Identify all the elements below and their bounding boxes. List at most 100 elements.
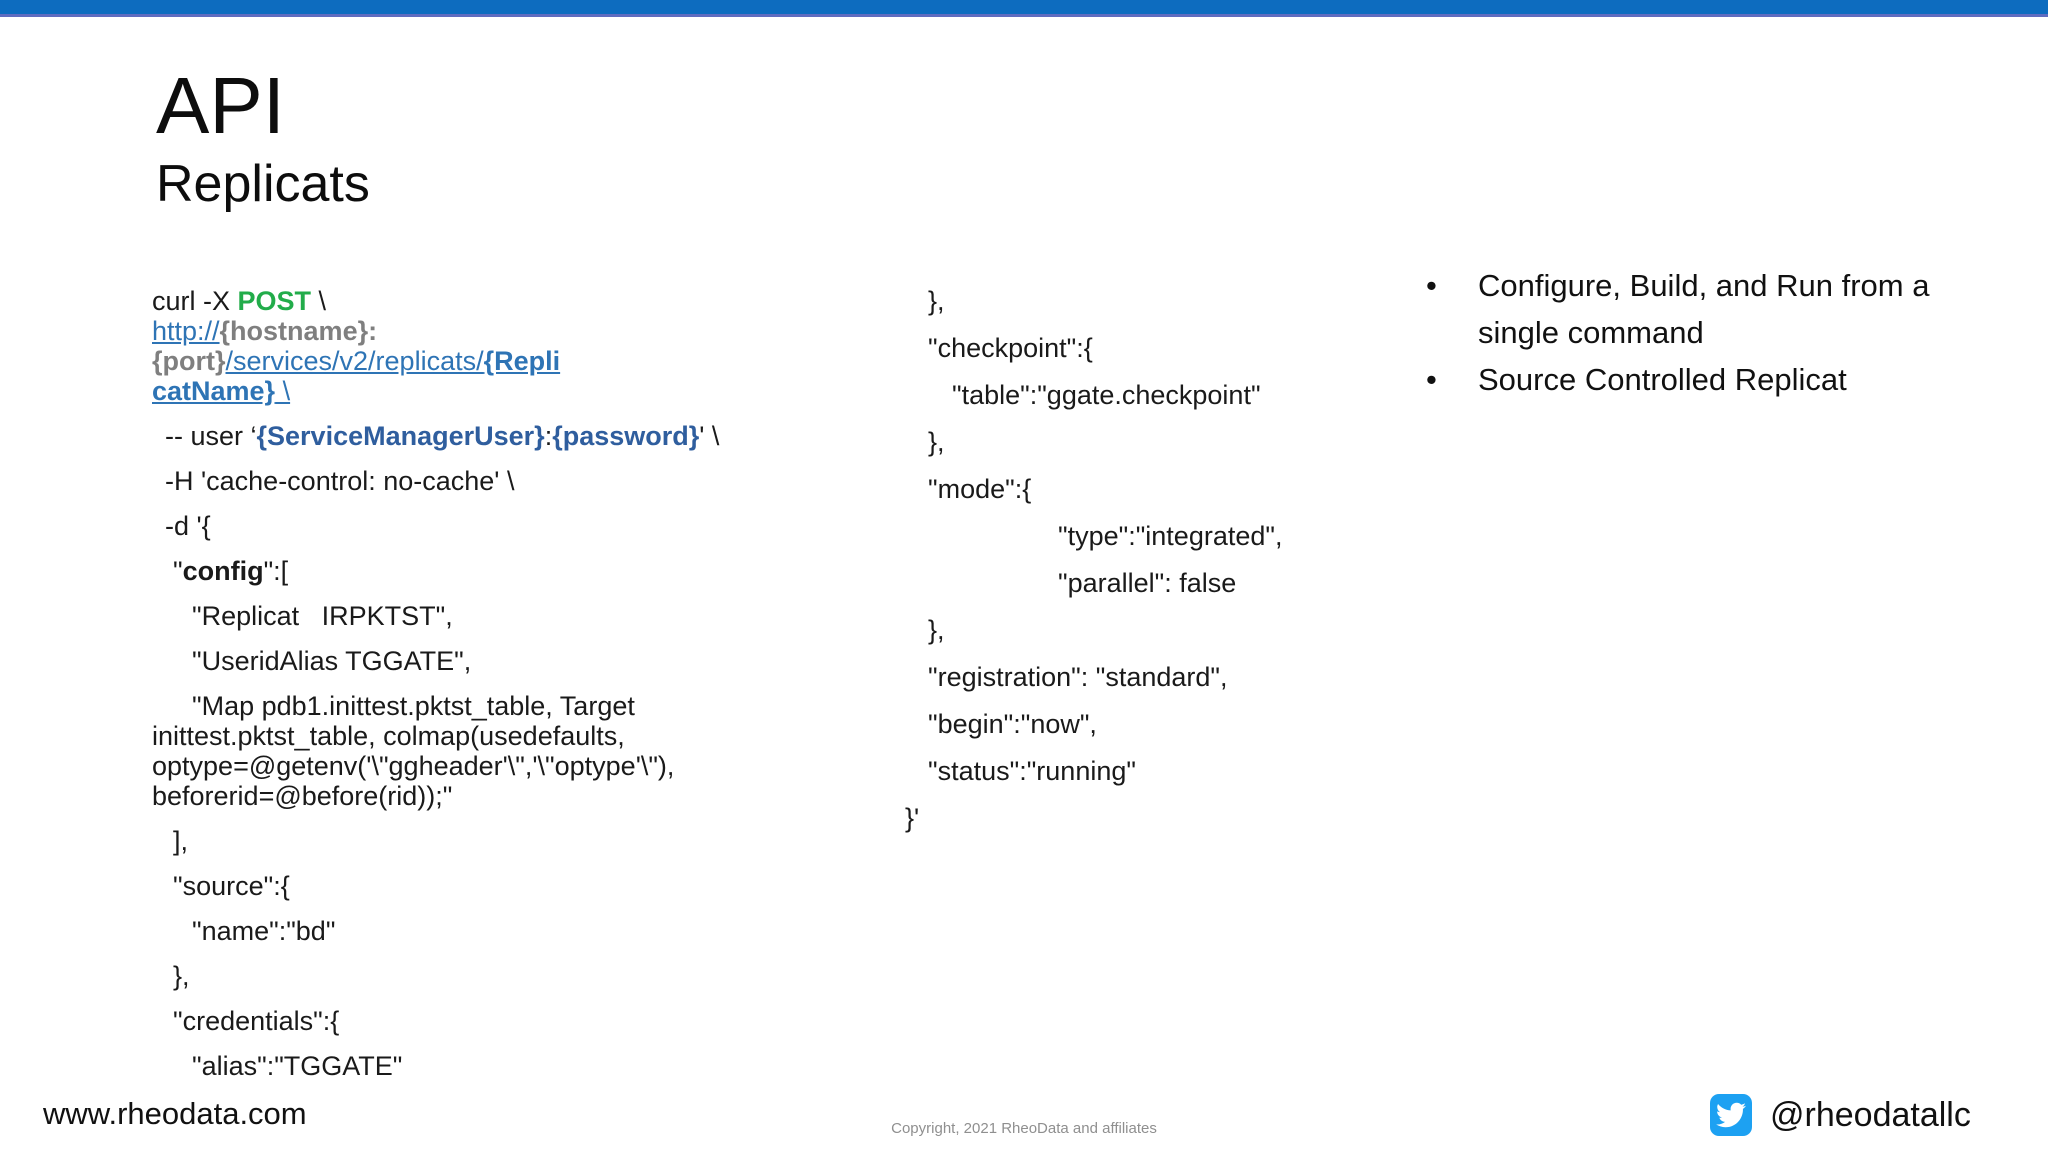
code-paragraph: ],: [152, 826, 777, 856]
code-paragraph: "config":[: [152, 556, 777, 586]
code-paragraph: "type":"integrated",: [905, 521, 1335, 551]
code-line: "Map pdb1.inittest.pktst_table, Target: [152, 691, 777, 721]
code-text: curl -X: [152, 286, 238, 316]
code-paragraph: },: [152, 961, 777, 991]
api-url-link[interactable]: \: [275, 376, 291, 406]
footer-social: @rheodatallc: [1710, 1094, 1971, 1136]
api-url-link[interactable]: /services/v2/replicats/: [225, 346, 484, 376]
code-text: "registration": "standard",: [928, 662, 1228, 692]
code-paragraph: "registration": "standard",: [905, 662, 1335, 692]
code-text: -d '{: [165, 511, 211, 541]
code-paragraph: "alias":"TGGATE": [152, 1051, 777, 1081]
footer-copyright: Copyright, 2021 RheoData and affiliates: [891, 1120, 1157, 1137]
code-paragraph: "status":"running": [905, 756, 1335, 786]
code-text: {hostname}:{port}: [152, 316, 378, 376]
code-line: "name":"bd": [152, 916, 777, 946]
code-paragraph: "source":{: [152, 871, 777, 901]
code-line: "credentials":{: [152, 1006, 777, 1036]
top-accent-bar: [0, 0, 2048, 17]
code-text: "source":{: [173, 871, 290, 901]
code-line: inittest.pktst_table, colmap(usedefaults…: [152, 721, 777, 751]
code-line: "config":[: [152, 556, 777, 586]
code-text: ":[: [263, 556, 289, 586]
curl-code-left-column: curl -X POST \http://{hostname}:{port}/s…: [152, 286, 777, 1096]
code-line: "checkpoint":{: [905, 333, 1335, 363]
api-url-link[interactable]: {Repli: [483, 346, 561, 376]
page-subtitle: Replicats: [156, 155, 370, 213]
bullet-marker: •: [1426, 362, 1437, 397]
code-text: "Replicat IRPKTST",: [192, 601, 453, 631]
code-text: inittest.pktst_table, colmap(usedefaults…: [152, 721, 625, 751]
bullet-item: • Source Controlled Replicat: [1420, 356, 1995, 403]
code-text: -- user ‘: [165, 421, 257, 451]
code-text: "parallel": false: [1058, 568, 1237, 598]
bullet-text: Configure, Build, and Run from a single …: [1478, 268, 1930, 350]
code-line: "UseridAlias TGGATE",: [152, 646, 777, 676]
twitter-icon[interactable]: [1710, 1094, 1752, 1136]
code-text: },: [928, 427, 945, 457]
code-paragraph: "table":"ggate.checkpoint": [905, 380, 1335, 410]
code-text: -H 'cache-control: no-cache' \: [165, 466, 515, 496]
code-line: "mode":{: [905, 474, 1335, 504]
bullet-list: • Configure, Build, and Run from a single…: [1420, 262, 1995, 403]
code-paragraph: "name":"bd": [152, 916, 777, 946]
code-paragraph: },: [905, 615, 1335, 645]
code-paragraph: "parallel": false: [905, 568, 1335, 598]
code-paragraph: "UseridAlias TGGATE",: [152, 646, 777, 676]
code-text: \: [311, 286, 327, 316]
code-paragraph: -d '{: [152, 511, 777, 541]
code-text: },: [928, 615, 945, 645]
code-text: "table":"ggate.checkpoint": [952, 380, 1261, 410]
code-line: catName} \: [152, 376, 777, 406]
code-line: },: [152, 961, 777, 991]
code-line: curl -X POST \: [152, 286, 777, 316]
code-line: -- user ‘{ServiceManagerUser}:{password}…: [152, 421, 777, 451]
code-text: "Map pdb1.inittest.pktst_table, Target: [192, 691, 635, 721]
code-paragraph: },: [905, 286, 1335, 316]
code-line: "source":{: [152, 871, 777, 901]
bullet-marker: •: [1426, 268, 1437, 303]
code-paragraph: "Replicat IRPKTST",: [152, 601, 777, 631]
code-line: },: [905, 615, 1335, 645]
code-line: "type":"integrated",: [905, 521, 1335, 551]
code-text: "status":"running": [928, 756, 1136, 786]
code-paragraph: "mode":{: [905, 474, 1335, 504]
code-paragraph: curl -X POST \http://{hostname}:{port}/s…: [152, 286, 777, 406]
bullet-text: Source Controlled Replicat: [1478, 362, 1847, 397]
page-title: API: [156, 61, 285, 150]
code-text: beforerid=@before(rid));": [152, 781, 453, 811]
code-text: "begin":"now",: [928, 709, 1097, 739]
bullet-item: • Configure, Build, and Run from a single…: [1420, 262, 1995, 356]
code-paragraph: "checkpoint":{: [905, 333, 1335, 363]
code-line: "Replicat IRPKTST",: [152, 601, 777, 631]
code-text: },: [928, 286, 945, 316]
code-text: "credentials":{: [173, 1006, 340, 1036]
footer-website: www.rheodata.com: [43, 1096, 307, 1131]
code-paragraph: "credentials":{: [152, 1006, 777, 1036]
code-line: "table":"ggate.checkpoint": [905, 380, 1335, 410]
code-text: }': [905, 803, 920, 833]
code-text: ": [173, 556, 183, 586]
code-line: "parallel": false: [905, 568, 1335, 598]
curl-code-middle-column: }, "checkpoint":{ "table":"ggate.checkpoin…: [905, 286, 1335, 850]
code-line: "begin":"now",: [905, 709, 1335, 739]
code-text: ' \: [699, 421, 720, 451]
code-paragraph: "begin":"now",: [905, 709, 1335, 739]
api-url-link[interactable]: catName}: [152, 376, 276, 406]
code-text: config: [182, 556, 264, 586]
code-text: {password}: [552, 421, 700, 451]
code-text: "alias":"TGGATE": [192, 1051, 403, 1081]
code-text: "mode":{: [928, 474, 1032, 504]
code-line: optype=@getenv('\"ggheader'\",'\"optype'…: [152, 751, 777, 781]
code-line: ],: [152, 826, 777, 856]
code-text: },: [173, 961, 190, 991]
code-paragraph: -- user ‘{ServiceManagerUser}:{password}…: [152, 421, 777, 451]
code-line: },: [905, 427, 1335, 457]
code-paragraph: }': [905, 803, 1335, 833]
code-text: :: [544, 421, 553, 451]
api-url-link[interactable]: http://: [152, 316, 220, 346]
code-line: "alias":"TGGATE": [152, 1051, 777, 1081]
code-text: ],: [173, 826, 189, 856]
